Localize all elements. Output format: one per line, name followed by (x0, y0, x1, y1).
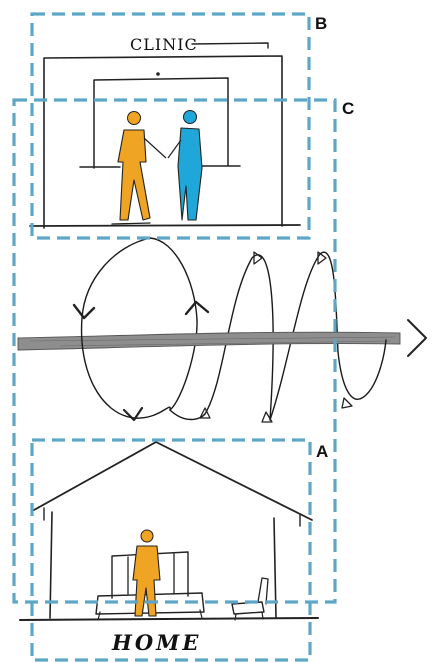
clinic-mat (111, 222, 151, 225)
spiral-timeline (17, 237, 427, 423)
tick-6 (253, 251, 263, 265)
board-dot (156, 72, 160, 76)
box-c-label: C (342, 99, 354, 118)
dashed-box-b (30, 12, 311, 240)
arrowhead-2 (184, 300, 210, 316)
clinic-label-line (191, 42, 269, 49)
loop-2-top (169, 319, 198, 411)
dashed-box-a (30, 438, 312, 662)
tick-4 (199, 407, 211, 419)
clinic-floor (29, 224, 301, 227)
chair (231, 577, 269, 621)
home-label: HOME (111, 630, 201, 655)
eaves (43, 507, 301, 527)
home-scene: HOME (19, 441, 319, 655)
loop-5-tail (337, 339, 387, 400)
tick-7 (317, 251, 327, 265)
box-b-label: B (315, 14, 327, 33)
tick-8 (341, 397, 353, 409)
clinic-board (79, 77, 241, 169)
patient-figure (167, 110, 203, 221)
loop-1-top (81, 237, 151, 319)
house-roof (33, 441, 313, 521)
timeline-band (17, 331, 401, 351)
loop-3 (204, 254, 274, 421)
clinician-figure (117, 111, 167, 221)
timeline-arrow (407, 319, 427, 357)
house-floor (19, 617, 319, 621)
loop-1-bottom (80, 317, 171, 419)
box-a-label: A (316, 442, 328, 461)
clinic-walls (43, 55, 283, 229)
loop-1-right (149, 237, 198, 321)
arrowhead-1 (72, 303, 96, 320)
arrowhead-3 (122, 406, 144, 422)
loop-2-bottom (169, 409, 206, 421)
tick-5 (261, 411, 273, 423)
house-walls (49, 511, 277, 619)
clinic-scene: CLINIC (29, 35, 301, 229)
clinic-label: CLINIC (130, 35, 198, 54)
dashed-box-c (12, 98, 337, 604)
